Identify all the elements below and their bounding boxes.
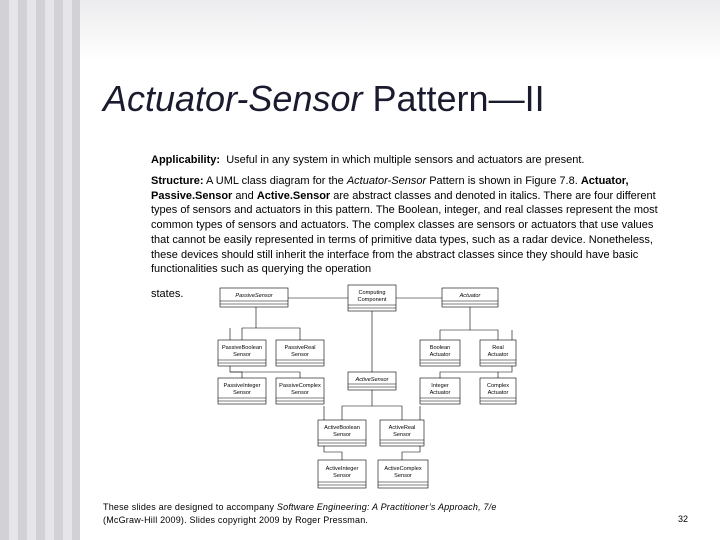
label-passive-boolean-sensor: Sensor — [233, 352, 251, 358]
footer-text-1: These slides are designed to accompany — [103, 502, 275, 512]
label-boolean: Boolean — [430, 345, 451, 351]
label-real: Real — [492, 345, 504, 351]
structure-text-1: A UML class diagram for the — [206, 175, 344, 187]
structure-paragraph: Structure: A UML class diagram for the A… — [151, 174, 663, 277]
label-component: Component — [358, 297, 387, 303]
active-sensor-hierarchy — [323, 405, 421, 460]
uml-class-passive-complex-sensor: PassiveComplex Sensor — [275, 377, 325, 405]
label-active-boolean: ActiveBoolean — [324, 425, 360, 431]
slide-title: Actuator-Sensor Pattern—II — [103, 78, 545, 120]
uml-class-passive-boolean-sensor: PassiveBoolean Sensor — [217, 339, 267, 367]
uml-class-boolean-actuator: Boolean Actuator — [419, 339, 461, 367]
uml-class-passive-sensor: PassiveSensor — [219, 287, 289, 308]
actuator-hierarchy — [439, 329, 513, 378]
applicability-paragraph: Applicability: Useful in any system in w… — [151, 153, 663, 168]
label-integer: Integer — [431, 383, 449, 389]
label-boolean-actuator: Actuator — [430, 352, 451, 358]
footer-text-2: (McGraw-Hill 2009). Slides copyright 200… — [103, 515, 369, 525]
uml-class-computing-component: Computing Component — [347, 284, 397, 312]
label-actuator: Actuator — [459, 293, 482, 299]
structure-pattern-name: Actuator-Sensor — [346, 175, 427, 187]
structure-text-2: Pattern is shown in Figure 7.8. — [429, 175, 578, 187]
uml-class-active-boolean-sensor: ActiveBoolean Sensor — [317, 419, 367, 447]
label-active-real: ActiveReal — [389, 425, 416, 431]
label-passive-real-sensor: Sensor — [291, 352, 309, 358]
uml-class-real-actuator: Real Actuator — [479, 339, 517, 367]
title-italic-part: Actuator-Sensor — [103, 78, 363, 119]
label-active-complex-sensor: Sensor — [394, 473, 412, 479]
label-integer-actuator: Actuator — [430, 390, 451, 396]
label-passive-real: PassiveReal — [284, 345, 315, 351]
uml-class-diagram: PassiveSensor Computing Component Actuat… — [212, 280, 522, 498]
label-active-sensor: ActiveSensor — [355, 377, 390, 383]
title-plain-part: Pattern—II — [372, 78, 545, 119]
label-active-boolean-sensor: Sensor — [333, 432, 351, 438]
footer-book-title: Software Engineering: A Practitioner’s A… — [276, 502, 497, 512]
applicability-text: Useful in any system in which multiple s… — [226, 154, 585, 166]
association-lines — [288, 297, 442, 372]
uml-class-actuator: Actuator — [441, 287, 499, 308]
uml-class-passive-integer-sensor: PassiveInteger Sensor — [217, 377, 267, 405]
uml-class-active-integer-sensor: ActiveInteger Sensor — [317, 459, 367, 489]
generalization-lines — [229, 307, 513, 460]
label-passive-complex: PassiveComplex — [279, 383, 321, 389]
left-stripes-decoration — [0, 0, 80, 540]
slide-footer: These slides are designed to accompany S… — [103, 501, 543, 527]
label-active-complex: ActiveComplex — [384, 466, 422, 472]
label-passive-integer-sensor: Sensor — [233, 390, 251, 396]
label-active-real-sensor: Sensor — [393, 432, 411, 438]
label-passive-sensor: PassiveSensor — [235, 293, 273, 299]
label-passive-complex-sensor: Sensor — [291, 390, 309, 396]
uml-class-integer-actuator: Integer Actuator — [419, 377, 461, 405]
structure-text-4: are abstract classes and denoted in ital… — [151, 189, 658, 276]
structure-passive-sensor-term: Passive.Sensor — [151, 189, 233, 202]
label-active-integer-sensor: Sensor — [333, 473, 351, 479]
structure-label: Structure: — [151, 175, 204, 187]
uml-class-active-sensor: ActiveSensor — [347, 371, 397, 391]
top-stripes-decoration — [80, 0, 720, 60]
label-passive-integer: PassiveInteger — [223, 383, 260, 389]
structure-actuator-term: Actuator, — [580, 175, 629, 187]
uml-class-active-real-sensor: ActiveReal Sensor — [379, 419, 425, 447]
applicability-label: Applicability: — [151, 154, 221, 166]
label-computing: Computing — [358, 290, 385, 296]
uml-class-passive-real-sensor: PassiveReal Sensor — [275, 339, 325, 367]
label-complex: Complex — [487, 383, 509, 389]
slide-number: 32 — [678, 514, 689, 524]
passive-sensor-hierarchy-lower — [230, 371, 301, 378]
label-real-actuator: Actuator — [488, 352, 509, 358]
label-complex-actuator: Actuator — [488, 390, 509, 396]
structure-active-sensor-term: Active.Sensor — [256, 189, 331, 202]
structure-states-word: states. — [151, 288, 184, 300]
label-passive-boolean: PassiveBoolean — [222, 345, 262, 351]
uml-class-complex-actuator: Complex Actuator — [479, 377, 517, 405]
uml-class-active-complex-sensor: ActiveComplex Sensor — [377, 459, 429, 489]
label-active-integer: ActiveInteger — [326, 466, 359, 472]
structure-text-3: and — [235, 189, 254, 202]
